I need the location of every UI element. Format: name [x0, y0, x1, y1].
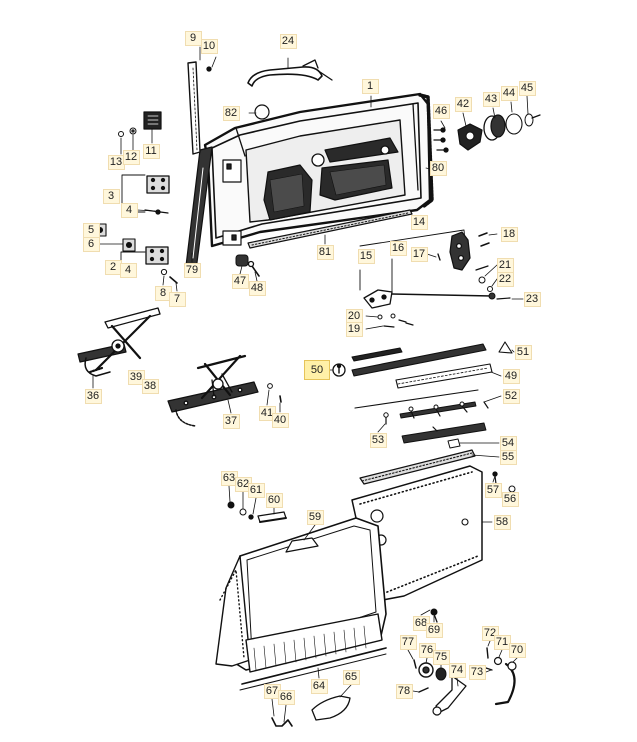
window-crank	[485, 647, 517, 706]
lock-mechanism	[457, 113, 541, 151]
callout-53[interactable]: 53	[369, 432, 387, 448]
callout-49[interactable]: 49	[502, 368, 520, 384]
callout-51[interactable]: 51	[514, 344, 532, 360]
callout-80[interactable]: 80	[429, 160, 447, 176]
callout-19[interactable]: 19	[345, 321, 363, 337]
door-card	[215, 517, 387, 691]
door-seal	[418, 93, 434, 208]
callout-69[interactable]: 69	[425, 622, 443, 638]
upper-hinge	[146, 175, 170, 194]
callout-3[interactable]: 3	[102, 188, 120, 204]
callout-44[interactable]: 44	[500, 85, 518, 101]
callout-46[interactable]: 46	[432, 103, 450, 119]
callout-54[interactable]: 54	[499, 435, 517, 451]
callout-39[interactable]: 39	[127, 369, 145, 385]
door-lock	[449, 231, 471, 271]
callout-50[interactable]: 50	[304, 360, 330, 380]
callout-71[interactable]: 71	[493, 634, 511, 650]
callout-70[interactable]: 70	[508, 642, 526, 658]
callout-14[interactable]: 14	[410, 214, 428, 230]
callout-48[interactable]: 48	[248, 280, 266, 296]
callout-52[interactable]: 52	[502, 388, 520, 404]
callout-79[interactable]: 79	[183, 262, 201, 278]
callout-6[interactable]: 6	[82, 236, 100, 252]
outer-handle	[247, 59, 333, 87]
callout-7[interactable]: 7	[168, 291, 186, 307]
sill-strip	[247, 209, 413, 249]
callout-23[interactable]: 23	[523, 291, 541, 307]
callout-81[interactable]: 81	[316, 244, 334, 260]
hinge-bracket	[143, 111, 162, 130]
callout-66[interactable]: 66	[277, 689, 295, 705]
callout-4[interactable]: 4	[119, 262, 137, 278]
callout-42[interactable]: 42	[454, 96, 472, 112]
callout-78[interactable]: 78	[395, 683, 413, 699]
callout-18[interactable]: 18	[500, 226, 518, 242]
remote-lever	[363, 289, 496, 309]
callout-59[interactable]: 59	[306, 509, 324, 525]
callout-8[interactable]: 8	[154, 285, 172, 301]
door-shell	[203, 92, 432, 248]
callout-73[interactable]: 73	[468, 664, 486, 680]
callout-17[interactable]: 17	[410, 246, 428, 262]
callout-24[interactable]: 24	[279, 33, 297, 49]
callout-10[interactable]: 10	[200, 38, 218, 54]
callout-60[interactable]: 60	[265, 492, 283, 508]
callout-12[interactable]: 12	[122, 149, 140, 165]
window-seals	[351, 343, 493, 449]
inner-handle	[413, 608, 467, 716]
callout-64[interactable]: 64	[310, 678, 328, 694]
regulator-mechanism	[167, 354, 259, 427]
callout-74[interactable]: 74	[448, 662, 466, 678]
callout-38[interactable]: 38	[141, 378, 159, 394]
callout-16[interactable]: 16	[389, 240, 407, 256]
callout-21[interactable]: 21	[496, 257, 514, 273]
callout-1[interactable]: 1	[361, 78, 379, 94]
callout-75[interactable]: 75	[432, 649, 450, 665]
callout-76[interactable]: 76	[418, 642, 436, 658]
vertical-strip	[187, 61, 201, 155]
callout-67[interactable]: 67	[263, 683, 281, 699]
callout-77[interactable]: 77	[399, 634, 417, 650]
callout-65[interactable]: 65	[342, 669, 360, 685]
map-pocket	[311, 695, 351, 721]
callout-47[interactable]: 47	[231, 273, 249, 289]
callout-45[interactable]: 45	[518, 80, 536, 96]
callout-55[interactable]: 55	[499, 449, 517, 465]
window-regulator	[77, 307, 161, 377]
callout-36[interactable]: 36	[84, 388, 102, 404]
callout-15[interactable]: 15	[357, 248, 375, 264]
callout-57[interactable]: 57	[484, 482, 502, 498]
lower-hinge	[145, 246, 169, 265]
callout-13[interactable]: 13	[107, 154, 125, 170]
callout-40[interactable]: 40	[271, 412, 289, 428]
callout-68[interactable]: 68	[412, 615, 430, 631]
callout-5[interactable]: 5	[82, 222, 100, 238]
callout-43[interactable]: 43	[482, 91, 500, 107]
callout-37[interactable]: 37	[222, 413, 240, 429]
callout-82[interactable]: 82	[222, 105, 240, 121]
callout-11[interactable]: 11	[142, 143, 160, 159]
callout-61[interactable]: 61	[247, 482, 265, 498]
callout-4[interactable]: 4	[120, 202, 138, 218]
callout-56[interactable]: 56	[501, 491, 519, 507]
callout-58[interactable]: 58	[493, 514, 511, 530]
callout-22[interactable]: 22	[496, 271, 514, 287]
callout-62[interactable]: 62	[234, 476, 252, 492]
callout-9[interactable]: 9	[184, 30, 202, 46]
